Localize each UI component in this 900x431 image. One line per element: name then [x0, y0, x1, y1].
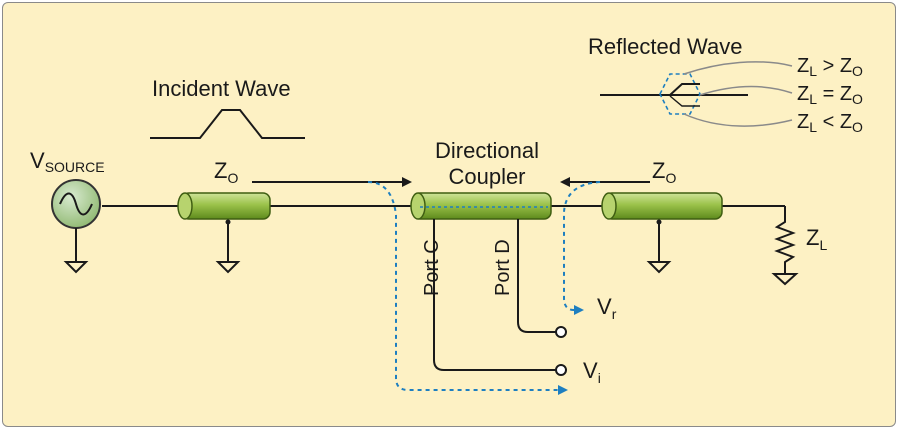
z0-left-label: ZO	[214, 158, 238, 186]
source-label: VSOURCE	[30, 148, 105, 175]
reflected-wave-inset	[600, 61, 793, 127]
incident-wave-label: Incident Wave	[152, 76, 291, 101]
reflected-wave-label: Reflected Wave	[588, 34, 742, 59]
legend-zl-eq-z0: ZL = ZO	[797, 83, 863, 107]
legend-zl-gt-z0: ZL > ZO	[797, 55, 863, 79]
ground-icon	[646, 222, 672, 274]
directional-coupler	[410, 192, 552, 220]
ground-icon	[215, 222, 241, 274]
ground-icon	[63, 261, 89, 274]
vi-label: Vi	[583, 358, 601, 386]
incident-wave-pulse	[150, 109, 305, 139]
port-terminal-vr	[555, 326, 567, 338]
coax-cable-left	[177, 192, 271, 225]
port-c-label: Port C	[421, 239, 443, 296]
zl-label: ZL	[806, 225, 827, 253]
vr-label: Vr	[597, 294, 617, 322]
z0-right-label: ZO	[652, 158, 676, 186]
load-resistor-icon	[774, 206, 796, 274]
coupler-label-line2: Coupler	[448, 164, 525, 189]
coax-cable-right	[601, 192, 723, 225]
reflected-sample-path	[563, 181, 601, 315]
port-leads	[433, 219, 556, 371]
coupler-label-line1: Directional	[435, 138, 539, 163]
port-d-label: Port D	[492, 239, 514, 296]
ground-icon	[771, 273, 799, 286]
incident-sample-path	[367, 181, 568, 395]
legend-zl-lt-z0: ZL < ZO	[797, 111, 863, 135]
voltage-source-icon	[51, 179, 101, 262]
port-terminal-vi	[555, 364, 567, 376]
